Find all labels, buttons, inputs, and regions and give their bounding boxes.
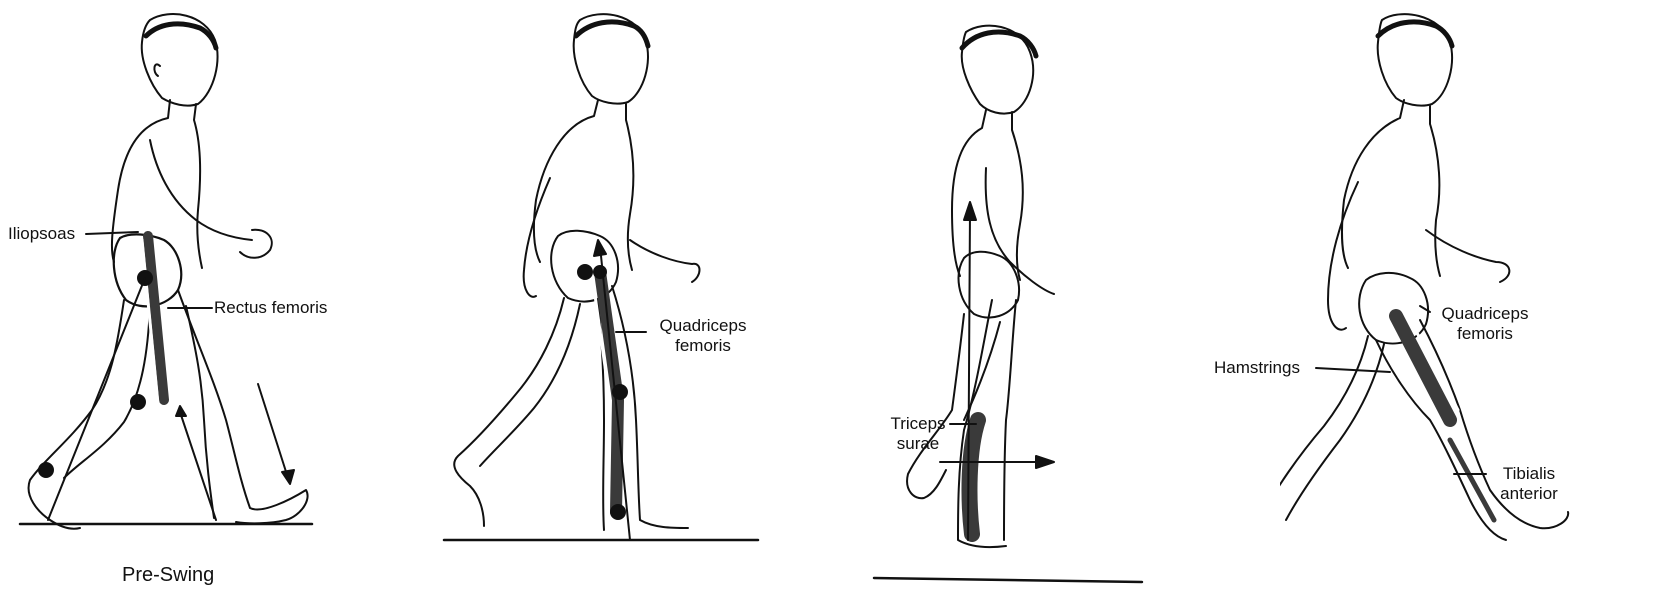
panel-initial-swing: Quadriceps femoris bbox=[440, 0, 770, 592]
label-tibialis-anterior: Tibialis anterior bbox=[1484, 464, 1574, 504]
boy-figure-initial-swing bbox=[440, 0, 770, 592]
label-triceps-line2: surae bbox=[876, 434, 960, 454]
panel-terminal-swing: Quadriceps femoris Hamstrings Tibialis a… bbox=[1280, 0, 1664, 592]
panel-pre-swing: Iliopsoas Rectus femoris Pre-Swing bbox=[0, 0, 400, 592]
label-rectus-femoris: Rectus femoris bbox=[214, 298, 327, 318]
label-quadriceps-femoris: Quadriceps femoris bbox=[648, 316, 758, 356]
label-triceps-surae: Triceps surae bbox=[876, 414, 960, 454]
panel-mid-swing: Triceps surae bbox=[860, 0, 1190, 592]
label-tibialis-line2: anterior bbox=[1484, 484, 1574, 504]
boy-figure-mid-swing bbox=[860, 0, 1190, 592]
label-hamstrings: Hamstrings bbox=[1214, 358, 1300, 378]
boy-figure-pre-swing bbox=[0, 0, 400, 592]
label-quadriceps4-line1: Quadriceps bbox=[1430, 304, 1540, 324]
label-iliopsoas: Iliopsoas bbox=[8, 224, 75, 244]
label-quadriceps-femoris-4: Quadriceps femoris bbox=[1430, 304, 1540, 344]
label-quadriceps4-line2: femoris bbox=[1430, 324, 1540, 344]
boy-figure-terminal-swing bbox=[1280, 0, 1664, 592]
label-quadriceps-line2: femoris bbox=[648, 336, 758, 356]
label-triceps-line1: Triceps bbox=[876, 414, 960, 434]
caption-pre-swing: Pre-Swing bbox=[122, 564, 214, 587]
label-quadriceps-line1: Quadriceps bbox=[648, 316, 758, 336]
label-tibialis-line1: Tibialis bbox=[1484, 464, 1574, 484]
